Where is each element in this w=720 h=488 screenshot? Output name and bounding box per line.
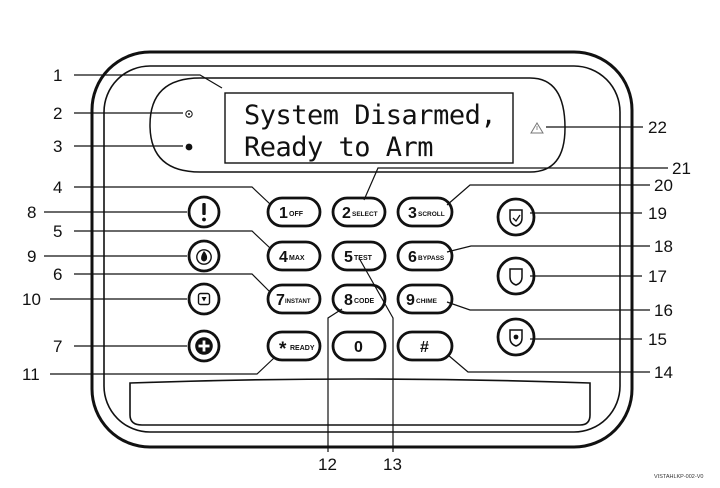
- svg-text:#: #: [420, 339, 429, 356]
- callout-6: 6: [53, 265, 62, 284]
- shield-check-icon: [509, 209, 523, 227]
- lcd-screen: [224, 92, 514, 164]
- callout-9: 9: [27, 247, 36, 266]
- ready-led: [185, 143, 193, 151]
- callout-2: 2: [53, 104, 62, 123]
- key-2-select[interactable]: 2 SELECT: [331, 196, 387, 228]
- svg-text:TEST: TEST: [354, 255, 373, 262]
- armed-led: [185, 110, 193, 118]
- key-1-off[interactable]: 1 OFF: [266, 196, 322, 228]
- callout-10: 10: [22, 290, 41, 309]
- callout-leader-lines: [44, 74, 668, 452]
- svg-text:SCROLL: SCROLL: [418, 211, 445, 218]
- callout-7: 7: [53, 337, 62, 356]
- warning-triangle-icon: [530, 122, 544, 134]
- svg-text:*: *: [279, 339, 287, 360]
- keypad-inner-frame: [103, 65, 621, 433]
- svg-text:8: 8: [344, 292, 353, 309]
- callout-8: 8: [27, 203, 36, 222]
- key-7-instant[interactable]: 7 INSTANT: [266, 283, 322, 315]
- callout-19: 19: [648, 204, 667, 223]
- exclamation-icon: [202, 203, 206, 222]
- callout-14: 14: [654, 363, 673, 382]
- svg-text:OFF: OFF: [289, 211, 304, 218]
- key-9-chime[interactable]: 9 CHIME: [396, 283, 454, 315]
- svg-text:1: 1: [279, 205, 288, 222]
- svg-text:3: 3: [408, 205, 417, 222]
- callout-labels: 1 2 3 4 5 6 7 8 9 10 11 12 13 14 15 16 1…: [22, 66, 691, 474]
- key-3-scroll[interactable]: 3 SCROLL: [396, 196, 454, 228]
- shield-icon: [509, 268, 523, 286]
- fire-panic-button[interactable]: [187, 239, 221, 273]
- svg-text:CODE: CODE: [354, 298, 375, 305]
- callout-12: 12: [318, 455, 337, 474]
- callout-20: 20: [654, 176, 673, 195]
- svg-text:2: 2: [342, 205, 351, 222]
- key-star-ready[interactable]: * READY: [266, 330, 322, 362]
- key-6-bypass[interactable]: 6 BYPASS: [396, 240, 454, 272]
- svg-text:9: 9: [406, 292, 415, 309]
- callout-16: 16: [654, 301, 673, 320]
- callout-15: 15: [648, 330, 667, 349]
- lcd-line-2: Ready to Arm: [244, 132, 433, 163]
- svg-text:0: 0: [354, 339, 363, 356]
- svg-text:7: 7: [276, 292, 285, 309]
- svg-text:INSTANT: INSTANT: [285, 299, 311, 305]
- svg-text:READY: READY: [290, 345, 315, 352]
- key-hash[interactable]: #: [396, 330, 454, 362]
- function-key-middle[interactable]: [496, 256, 536, 296]
- square-dot-icon: [197, 292, 211, 306]
- key-0[interactable]: 0: [331, 330, 387, 362]
- svg-text:BYPASS: BYPASS: [418, 255, 445, 262]
- key-5-test[interactable]: 5 TEST: [331, 240, 387, 272]
- display-bezel: [149, 77, 566, 173]
- keypad-housing: [90, 50, 634, 449]
- svg-text:4: 4: [279, 249, 288, 266]
- medical-panic-button[interactable]: [187, 329, 221, 363]
- callout-4: 4: [53, 178, 62, 197]
- key-8-code[interactable]: 8 CODE: [331, 283, 387, 315]
- plus-icon: [195, 337, 213, 355]
- svg-text:SELECT: SELECT: [352, 211, 378, 218]
- svg-text:5: 5: [344, 249, 353, 266]
- lcd-line-1: System Disarmed,: [244, 100, 496, 131]
- callout-1: 1: [53, 66, 62, 85]
- callout-3: 3: [53, 137, 62, 156]
- function-key-upper[interactable]: [496, 197, 536, 237]
- callout-13: 13: [383, 455, 402, 474]
- callout-22: 22: [648, 118, 667, 137]
- callout-5: 5: [53, 222, 62, 241]
- key-4-max[interactable]: 4 MAX: [266, 240, 322, 272]
- svg-text:MAX: MAX: [289, 255, 305, 262]
- flame-icon: [196, 249, 212, 265]
- keypad-bottom-panel: [129, 378, 591, 426]
- figure-code: VISTAHLKP-002-V0: [654, 474, 703, 480]
- svg-text:6: 6: [408, 249, 417, 266]
- shield-dot-icon: [509, 329, 523, 347]
- callout-21: 21: [672, 159, 691, 178]
- callout-11: 11: [22, 365, 40, 384]
- callout-17: 17: [648, 267, 667, 286]
- aux-panic-button[interactable]: [187, 282, 221, 316]
- emergency-panic-button[interactable]: [187, 195, 221, 229]
- svg-text:CHIME: CHIME: [416, 298, 438, 305]
- function-key-lower[interactable]: [496, 317, 536, 357]
- callout-18: 18: [654, 237, 673, 256]
